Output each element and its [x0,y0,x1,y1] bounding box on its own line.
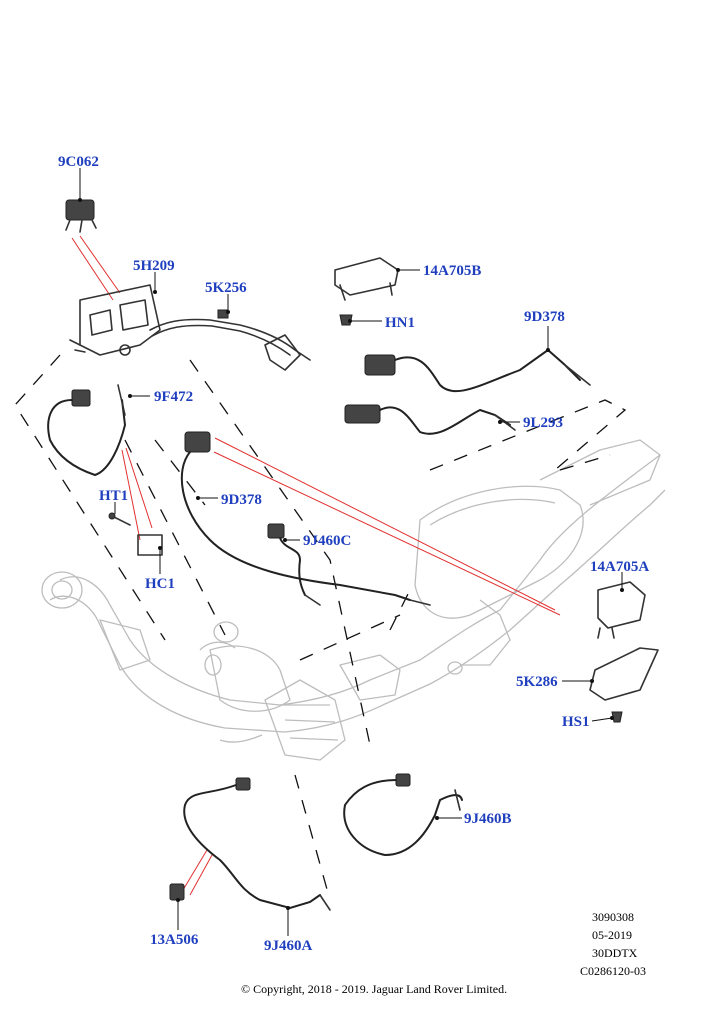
callout-5h209: 5H209 [133,258,175,274]
callout-ht1: HT1 [99,488,128,504]
callout-13a506: 13A506 [150,932,199,948]
leader-lines [78,168,624,936]
revision-date: 05-2019 [592,928,632,942]
callout-9l293: 9L293 [523,415,563,431]
nox-sensor-top-part [364,349,591,393]
callout-9j460b: 9J460B [464,811,512,827]
callout-5k286: 5K286 [516,674,558,690]
exhaust-system-outline [41,439,666,761]
callout-9d378-mid: 9D378 [221,492,262,508]
egt-sensor-b-part [343,773,463,857]
bolt-and-clip-parts [108,512,163,556]
nox-sensor-lower-part [344,404,516,435]
callout-14a705b: 14A705B [423,263,481,279]
assembly-guide-lines [14,354,627,901]
callout-hc1: HC1 [145,576,175,592]
callout-hn1: HN1 [385,315,415,331]
callout-9j460a: 9J460A [264,938,313,954]
indicator-lines [71,235,561,896]
control-module-a-part [589,581,659,723]
pipe-part [149,309,311,371]
temperature-sensor-part [47,384,127,477]
callout-9d378-top: 9D378 [524,309,565,325]
callout-labels: 9C062 5H209 5K256 14A705B HN1 9D378 9F47… [58,154,649,954]
bracket-part [69,284,161,356]
copyright-notice: © Copyright, 2018 - 2019. Jaguar Land Ro… [241,982,508,996]
egt-sensor-a-part [169,777,331,911]
callout-9j460c: 9J460C [303,533,351,549]
nox-sensor-mid-part [180,431,431,606]
catalog-code: C0286120-03 [580,964,646,978]
callout-9c062: 9C062 [58,154,99,170]
pressure-sensor-part [65,199,97,233]
callout-5k256: 5K256 [205,280,247,296]
callout-hs1: HS1 [562,714,590,730]
callout-9f472: 9F472 [154,389,193,405]
egt-sensor-c-part [267,523,321,606]
engine-code: 30DDTX [592,946,638,960]
illustration-number: 3090308 [592,910,634,924]
callout-14a705a: 14A705A [590,559,649,575]
